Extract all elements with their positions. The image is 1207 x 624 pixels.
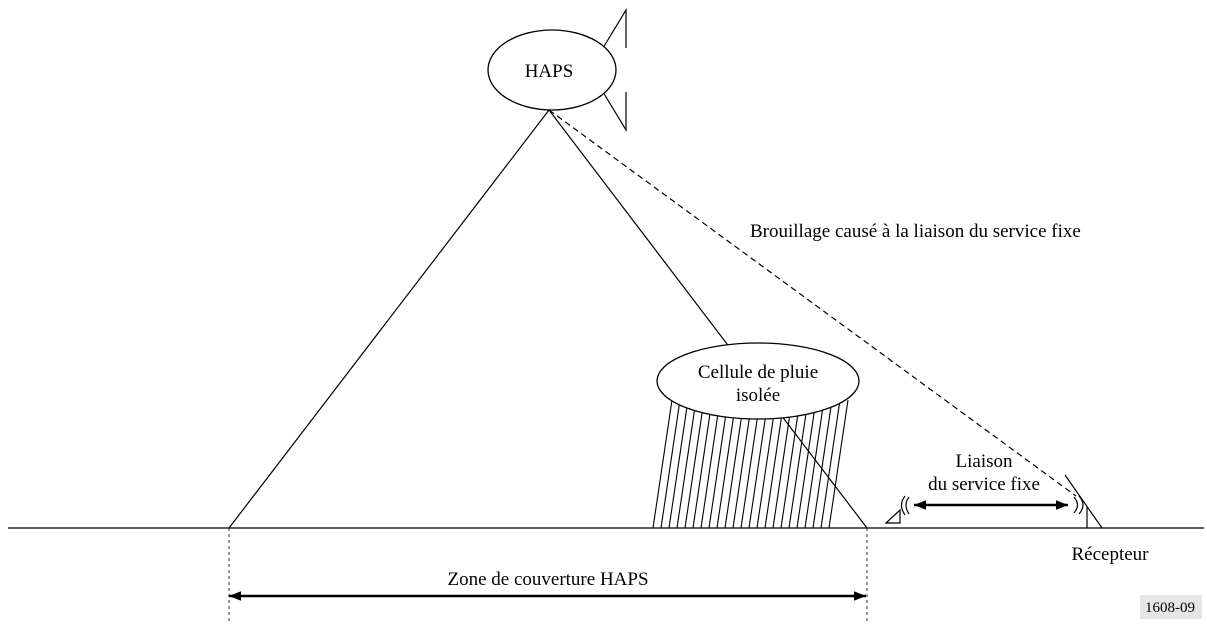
interference-label: Brouillage causé à la liaison du service…	[750, 221, 1081, 242]
interference-path	[548, 109, 1077, 497]
rain-cell-label-line2: isolée	[736, 385, 780, 406]
rain-cell-label-line1: Cellule de pluie	[698, 362, 818, 383]
haps-tail-fin-lower	[602, 91, 627, 133]
figure-id: 1608-09	[1145, 600, 1195, 616]
haps-airship: HAPS	[487, 7, 627, 133]
fixed-link-label-line2: du service fixe	[928, 474, 1040, 495]
coverage-cone-left-edge	[228, 109, 550, 529]
haps-body	[487, 29, 617, 111]
haps-tail-fin-upper	[602, 7, 627, 49]
coverage-cone-right-edge	[548, 109, 868, 529]
rain-cell-ellipse	[656, 342, 860, 420]
rain-streaks	[652, 399, 849, 529]
coverage-zone-label: Zone de couverture HAPS	[447, 569, 648, 590]
fixed-link-label-line1: Liaison	[956, 451, 1013, 472]
haps-label: HAPS	[525, 61, 574, 82]
figure-id-background	[1140, 595, 1202, 619]
transmitter-antenna	[884, 495, 910, 524]
receiver-label: Récepteur	[1071, 544, 1149, 565]
receiver-antenna	[1064, 474, 1103, 529]
